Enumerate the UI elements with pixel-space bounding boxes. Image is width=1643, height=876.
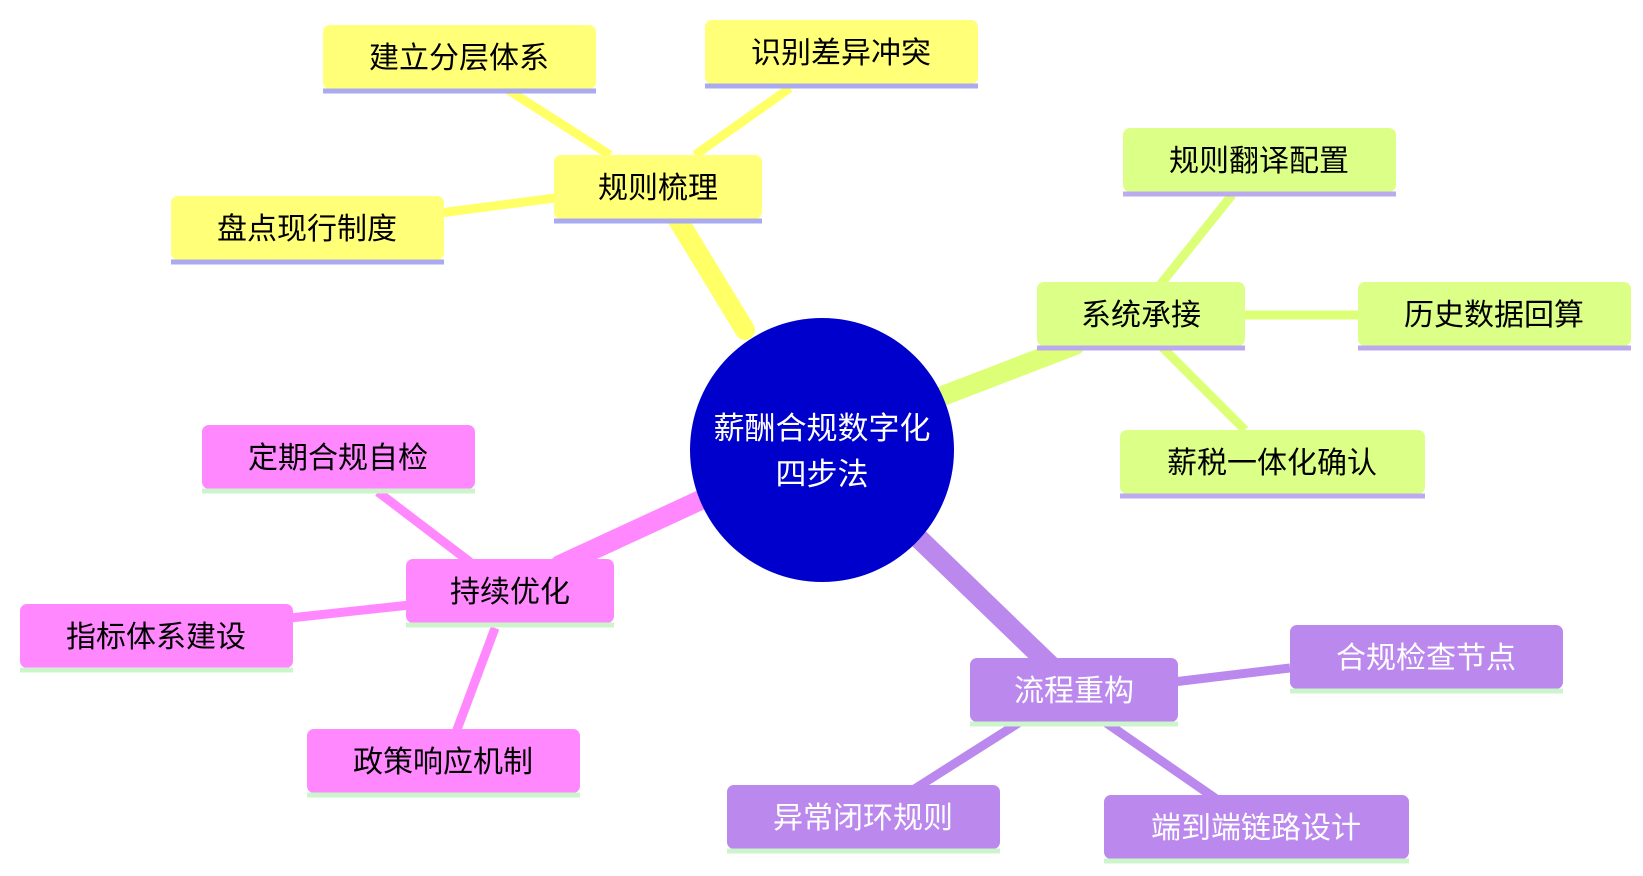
- center-node[interactable]: 薪酬合规数字化 四步法: [690, 318, 954, 582]
- branch-process[interactable]: 流程重构: [970, 658, 1178, 727]
- branch-system-label: 系统承接: [1081, 298, 1201, 333]
- node-process-child-3[interactable]: 异常闭环规则: [727, 785, 1000, 854]
- node-process-child-1-label: 合规检查节点: [1336, 641, 1516, 676]
- edge-process-child-1: [1164, 663, 1291, 688]
- node-optimize-child-3[interactable]: 政策响应机制: [307, 729, 580, 798]
- edge-rules-child-2: [692, 84, 793, 159]
- node-optimize-child-1-box: [202, 425, 475, 489]
- node-optimize-child-1[interactable]: 定期合规自检: [202, 425, 475, 494]
- node-rules-child-1-box: [323, 25, 596, 89]
- node-process-child-3-box: [727, 785, 1000, 849]
- node-process-child-2[interactable]: 端到端链路设计: [1104, 795, 1409, 864]
- node-system-child-3-label: 薪税一体化确认: [1167, 446, 1377, 481]
- node-optimize-child-3-box: [307, 729, 580, 793]
- node-system-child-3-box: [1120, 430, 1425, 494]
- branch-system-box: [1037, 282, 1245, 346]
- node-system-child-2-box: [1358, 282, 1631, 346]
- branch-rules[interactable]: 规则梳理: [554, 155, 762, 224]
- branch-process-box: [970, 658, 1178, 722]
- node-optimize-child-1-label: 定期合规自检: [248, 441, 428, 476]
- center-title-line-2: 四步法: [776, 457, 869, 493]
- node-process-child-2-label: 端到端链路设计: [1151, 811, 1361, 846]
- node-process-child-1-box: [1290, 625, 1563, 689]
- node-rules-child-3-box: [171, 196, 444, 260]
- node-optimize-child-2[interactable]: 指标体系建设: [20, 604, 293, 673]
- node-system-child-2[interactable]: 历史数据回算: [1358, 282, 1631, 351]
- node-rules-child-3[interactable]: 盘点现行制度: [171, 196, 444, 265]
- node-system-child-1-label: 规则翻译配置: [1169, 144, 1349, 179]
- branch-rules-box: [554, 155, 762, 219]
- edge-rules-child-1: [502, 84, 613, 159]
- edge-process-child-3: [902, 718, 1023, 799]
- center-circle: [690, 318, 954, 582]
- node-rules-child-2-label: 识别差异冲突: [751, 36, 931, 71]
- node-system-child-1-box: [1123, 128, 1396, 192]
- branch-optimize-label: 持续优化: [450, 575, 570, 610]
- edge-center-process: [900, 520, 1060, 675]
- edge-optimize-child-1: [375, 488, 473, 566]
- node-rules-child-2[interactable]: 识别差异冲突: [705, 20, 978, 89]
- edge-optimize-child-3: [450, 626, 500, 737]
- node-system-child-2-label: 历史数据回算: [1404, 298, 1584, 333]
- branch-optimize[interactable]: 持续优化: [406, 559, 614, 628]
- edges-layer: [289, 84, 1360, 809]
- branch-rules-label: 规则梳理: [598, 171, 718, 206]
- edge-rules-child-3: [439, 193, 556, 218]
- edge-optimize-child-2: [289, 600, 411, 623]
- node-rules-child-2-box: [705, 20, 978, 84]
- branch-system[interactable]: 系统承接: [1037, 282, 1245, 351]
- node-process-child-3-label: 异常闭环规则: [773, 801, 953, 836]
- node-process-child-2-box: [1104, 795, 1409, 859]
- node-system-child-3[interactable]: 薪税一体化确认: [1120, 430, 1425, 499]
- node-optimize-child-2-label: 指标体系建设: [66, 620, 246, 655]
- edge-center-optimize: [550, 488, 715, 575]
- node-system-child-1[interactable]: 规则翻译配置: [1123, 128, 1396, 197]
- node-optimize-child-2-box: [20, 604, 293, 668]
- node-process-child-1[interactable]: 合规检查节点: [1290, 625, 1563, 694]
- edge-system-child-1: [1156, 192, 1236, 288]
- node-rules-child-3-label: 盘点现行制度: [217, 212, 397, 247]
- center-title-line-1: 薪酬合规数字化: [714, 411, 931, 447]
- edge-center-rules: [665, 205, 755, 340]
- node-rules-child-1-label: 建立分层体系: [369, 41, 549, 76]
- edge-system-child-3: [1156, 341, 1249, 434]
- edge-center-system: [935, 335, 1085, 405]
- branch-process-label: 流程重构: [1014, 674, 1134, 709]
- node-optimize-child-3-label: 政策响应机制: [353, 745, 533, 780]
- edge-process-child-2: [1102, 718, 1228, 809]
- node-rules-child-1[interactable]: 建立分层体系: [323, 25, 596, 94]
- branch-optimize-box: [406, 559, 614, 623]
